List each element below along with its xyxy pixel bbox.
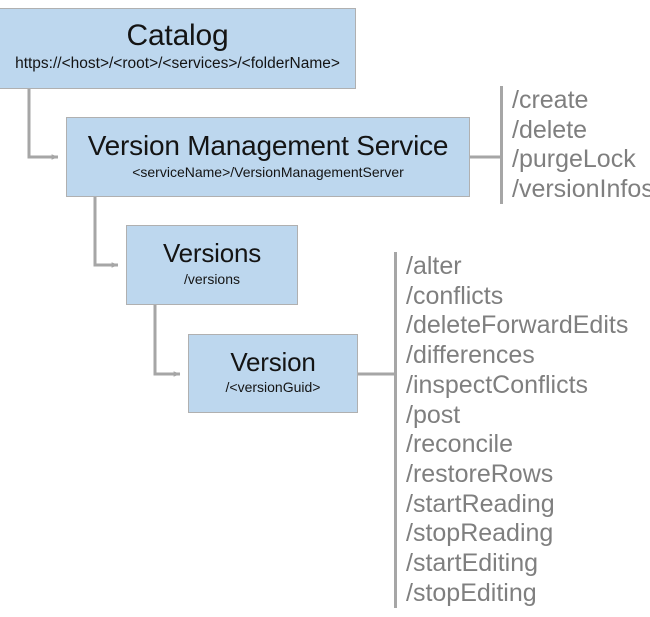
operation-item[interactable]: /differences [406,341,535,370]
node-catalog-title: Catalog [126,19,229,53]
operation-item[interactable]: /delete [512,115,588,144]
operation-list-version: /alter /conflicts /deleteForwardEdits /d… [394,252,629,609]
node-version-management-service-title: Version Management Service [87,130,449,162]
node-versions-path: /versions [183,270,241,287]
operation-item[interactable]: /post [406,400,461,429]
node-catalog-path: https://<host>/<root>/<services>/<folder… [15,54,340,72]
operation-item[interactable]: /conflicts [406,281,504,310]
operation-item[interactable]: /purgeLock [512,145,636,173]
operation-item[interactable]: /restoreRows [406,459,554,488]
operation-item[interactable]: /create [512,86,589,114]
node-catalog[interactable]: Catalog https://<host>/<root>/<services>… [0,8,356,89]
operation-item[interactable]: /startReading [406,489,555,518]
node-versions-title: Versions [162,238,262,269]
operation-item[interactable]: /startEditing [406,549,539,578]
node-version-management-service[interactable]: Version Management Service <serviceName>… [66,117,470,197]
operation-item[interactable]: /alter [406,252,462,280]
node-version-path: /<versionGuid> [225,379,321,396]
connector-catalog-to-version-management-service [27,89,59,160]
operation-item[interactable]: /versionInfos [512,174,650,203]
operation-item[interactable]: /reconcile [406,430,513,459]
node-version-management-service-path: <serviceName>/VersionManagementServer [132,163,404,180]
connector-versions-to-version [153,305,181,377]
node-versions[interactable]: Versions /versions [126,225,298,305]
operation-list-version-management-service: /create /delete /purgeLock /versionInfos [500,86,650,204]
operation-item[interactable]: /stopEditing [406,578,537,607]
operation-item[interactable]: /deleteForwardEdits [406,311,629,340]
operation-item[interactable]: /inspectConflicts [406,370,589,399]
connector-version-management-service-to-versions [93,197,119,268]
node-version-title: Version [230,346,316,377]
operation-item[interactable]: /stopReading [406,519,554,548]
node-version[interactable]: Version /<versionGuid> [188,334,358,413]
